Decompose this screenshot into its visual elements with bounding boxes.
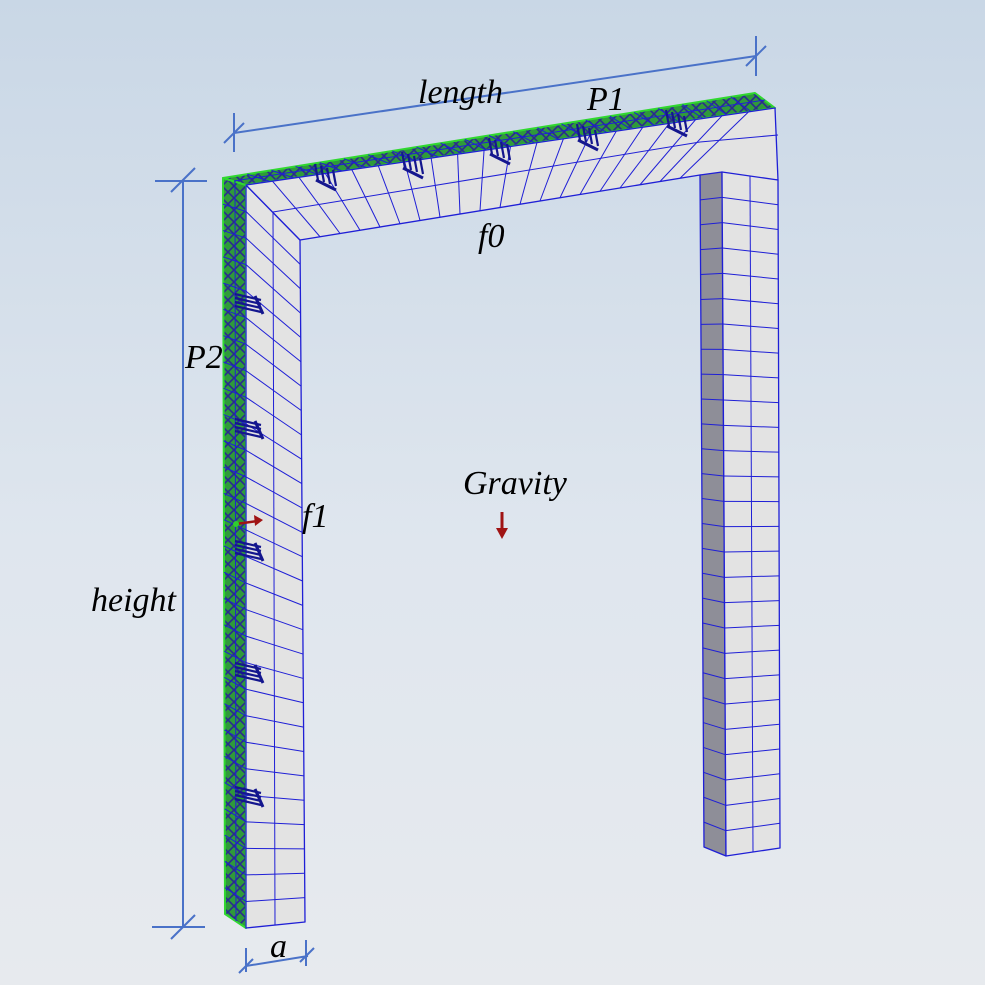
p1-label: P1 [587, 81, 625, 118]
length-label: length [418, 74, 503, 111]
left-column-side-face [222, 177, 247, 929]
f1-label: f1 [302, 498, 329, 535]
distributed-load-icon [575, 123, 600, 152]
distributed-load-icon [313, 163, 338, 192]
gravity-label: Gravity [463, 465, 567, 502]
f0-label: f0 [478, 218, 505, 255]
load-glyphs [234, 109, 689, 808]
height-label: height [91, 582, 176, 619]
length-dimension [223, 36, 767, 152]
distributed-load-icon [234, 292, 265, 315]
distributed-load-icon [234, 661, 265, 684]
gravity-arrow-icon [496, 512, 508, 539]
dimension-lines [152, 36, 767, 974]
distributed-load-icon [234, 539, 265, 562]
a-label: a [270, 928, 287, 965]
mesh-lines [222, 96, 780, 926]
distributed-load-icon [487, 137, 512, 166]
distributed-load-icon [400, 151, 425, 180]
a-dimension [238, 940, 315, 974]
p2-label: P2 [185, 339, 223, 376]
force-arrow-icon [233, 515, 263, 527]
distributed-load-icon [234, 417, 265, 440]
distributed-load-icon [234, 785, 265, 808]
distributed-load-icon [664, 109, 689, 138]
height-dimension [152, 167, 207, 940]
